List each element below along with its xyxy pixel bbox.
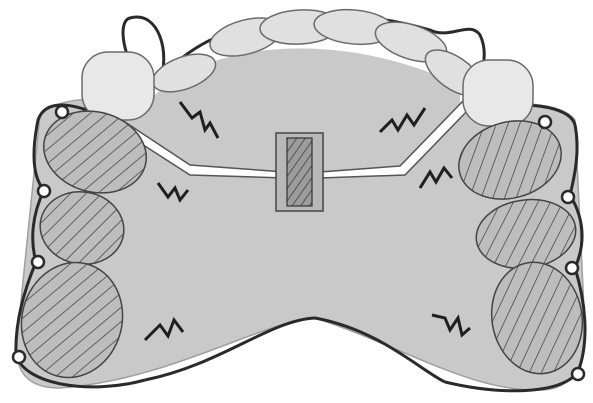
canine-right (463, 60, 533, 126)
wire-loop (32, 256, 44, 268)
wire-loop (38, 185, 50, 197)
wire-loop (562, 191, 574, 203)
wire-loop (572, 368, 584, 380)
wire-loop (566, 262, 578, 274)
wire-loop (13, 351, 25, 363)
wire-loop (56, 106, 68, 118)
canine-left (82, 52, 154, 120)
expansion-screw-core (287, 138, 312, 206)
wire-loop (539, 116, 551, 128)
